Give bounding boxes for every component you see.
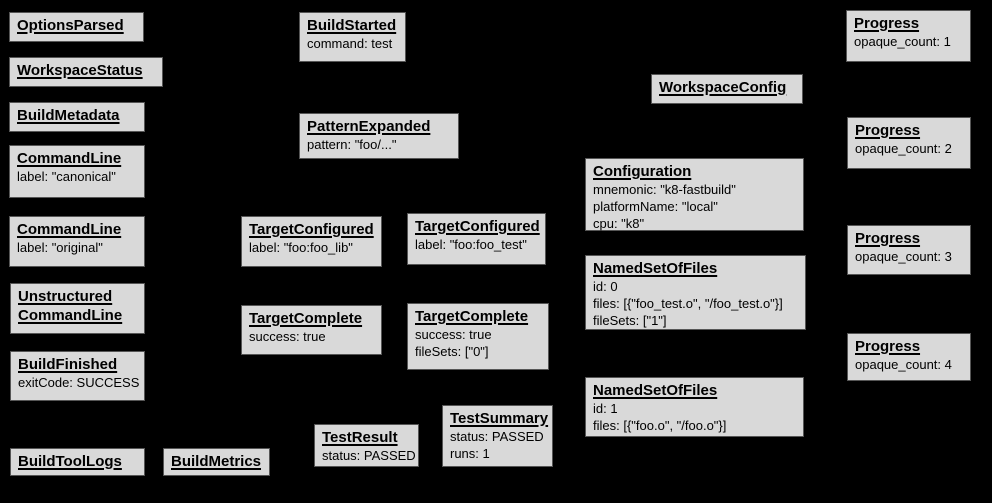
node-detail: label: "canonical" <box>17 169 116 184</box>
node-detail: files: [{"foo.o", "/foo.o"}] <box>593 418 727 433</box>
node-detail: files: [{"foo_test.o", "/foo_test.o"}] <box>593 296 783 311</box>
node-title: PatternExpanded <box>307 118 431 135</box>
node-title: TestResult <box>322 429 398 446</box>
node-title: Progress <box>855 122 921 139</box>
node-detail: success: true <box>415 327 492 342</box>
event-node-target-configured-foo-lib: TargetConfigured label: "foo:foo_lib" <box>241 216 382 267</box>
node-title: Configuration <box>593 163 692 180</box>
node-title: BuildToolLogs <box>18 453 122 470</box>
event-node-progress-1: Progress opaque_count: 1 <box>846 10 971 62</box>
node-title: TargetConfigured <box>415 218 540 235</box>
event-node-test-result: TestResult status: PASSED <box>314 424 419 467</box>
node-detail: exitCode: SUCCESS <box>18 375 140 390</box>
node-detail: cpu: "k8" <box>593 216 645 231</box>
event-node-progress-4: Progress opaque_count: 4 <box>847 333 971 381</box>
node-detail: mnemonic: "k8-fastbuild" <box>593 182 736 197</box>
node-title: CommandLine <box>17 221 122 238</box>
node-title: WorkspaceConfig <box>659 79 787 96</box>
node-title: TargetComplete <box>249 310 363 327</box>
node-title: NamedSetOfFiles <box>593 260 718 277</box>
node-detail: platformName: "local" <box>593 199 718 214</box>
event-node-build-finished: BuildFinished exitCode: SUCCESS <box>10 351 145 401</box>
event-node-build-started: BuildStarted command: test <box>299 12 406 62</box>
node-title: TestSummary <box>450 410 549 427</box>
node-title: NamedSetOfFiles <box>593 382 718 399</box>
node-detail: opaque_count: 1 <box>854 34 951 49</box>
node-detail: status: PASSED <box>322 448 416 463</box>
node-title: BuildMetadata <box>17 107 120 124</box>
event-node-configuration: Configuration mnemonic: "k8-fastbuild" pla… <box>585 158 804 231</box>
node-title: CommandLine <box>17 150 122 167</box>
event-node-command-line-original: CommandLine label: "original" <box>9 216 145 267</box>
node-title: Progress <box>855 230 921 247</box>
node-detail: pattern: "foo/..." <box>307 137 397 152</box>
event-node-progress-3: Progress opaque_count: 3 <box>847 225 971 275</box>
node-title: BuildFinished <box>18 356 118 373</box>
node-detail: runs: 1 <box>450 446 490 461</box>
event-node-target-complete-foo-test: TargetComplete success: true fileSets: ["0… <box>407 303 549 370</box>
event-node-progress-2: Progress opaque_count: 2 <box>847 117 971 169</box>
node-detail: opaque_count: 3 <box>855 249 952 264</box>
node-title: TargetConfigured <box>249 221 374 238</box>
event-node-build-metadata: BuildMetadata <box>9 102 145 132</box>
event-node-options-parsed: OptionsParsed <box>9 12 144 42</box>
node-title: WorkspaceStatus <box>17 62 143 79</box>
event-node-build-tool-logs: BuildToolLogs <box>10 448 145 476</box>
event-node-pattern-expanded: PatternExpanded pattern: "foo/..." <box>299 113 459 159</box>
node-title: OptionsParsed <box>17 17 124 34</box>
node-title: Unstructured CommandLine <box>18 288 123 324</box>
node-detail: label: "original" <box>17 240 103 255</box>
event-node-test-summary: TestSummary status: PASSED runs: 1 <box>442 405 553 467</box>
node-detail: success: true <box>249 329 326 344</box>
event-node-unstructured-command-line: Unstructured CommandLine <box>10 283 145 334</box>
event-node-build-metrics: BuildMetrics <box>163 448 270 476</box>
event-node-named-set-of-files-0: NamedSetOfFiles id: 0 files: [{"foo_test.o… <box>585 255 806 330</box>
node-detail: id: 0 <box>593 279 618 294</box>
event-node-target-configured-foo-test: TargetConfigured label: "foo:foo_test" <box>407 213 546 265</box>
event-node-workspace-status: WorkspaceStatus <box>9 57 163 87</box>
node-detail: opaque_count: 4 <box>855 357 952 372</box>
node-title: BuildStarted <box>307 17 397 34</box>
event-node-named-set-of-files-1: NamedSetOfFiles id: 1 files: [{"foo.o", "/… <box>585 377 804 437</box>
node-detail: status: PASSED <box>450 429 544 444</box>
node-title: Progress <box>855 338 921 355</box>
node-detail: label: "foo:foo_lib" <box>249 240 353 255</box>
event-node-command-line-canonical: CommandLine label: "canonical" <box>9 145 145 198</box>
event-node-workspace-config: WorkspaceConfig <box>651 74 803 104</box>
node-title: Progress <box>854 15 920 32</box>
node-detail: label: "foo:foo_test" <box>415 237 527 252</box>
node-detail: fileSets: ["0"] <box>415 344 489 359</box>
node-detail: fileSets: ["1"] <box>593 313 667 328</box>
node-detail: id: 1 <box>593 401 618 416</box>
node-detail: opaque_count: 2 <box>855 141 952 156</box>
node-title: TargetComplete <box>415 308 529 325</box>
node-detail: command: test <box>307 36 393 51</box>
event-node-target-complete-foo-lib: TargetComplete success: true <box>241 305 382 355</box>
node-title: BuildMetrics <box>171 453 262 470</box>
